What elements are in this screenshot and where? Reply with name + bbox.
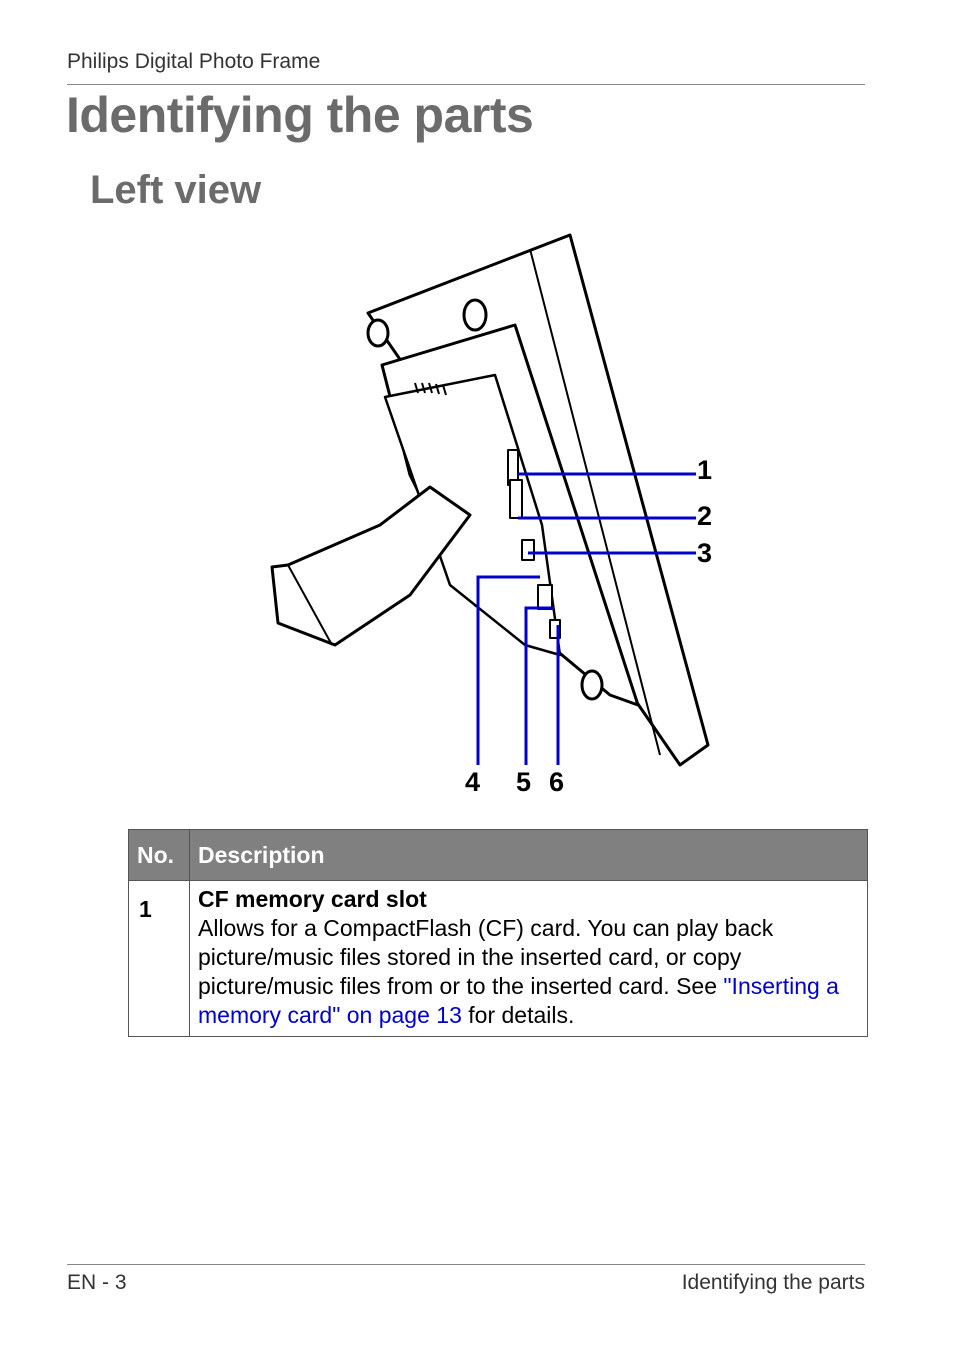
- parts-table: No. Description 1 CF memory card slot Al…: [128, 829, 868, 1037]
- photo-frame-drawing: [270, 233, 710, 767]
- table-header-row: No. Description: [128, 829, 868, 881]
- callout-1: 1: [697, 455, 713, 485]
- row-number: 1: [128, 880, 190, 1037]
- row-description: CF memory card slot Allows for a Compact…: [189, 880, 868, 1037]
- footer-divider: [67, 1264, 865, 1265]
- callout-4: 4: [465, 767, 481, 797]
- cross-reference-link[interactable]: "Inserting a memory card" on page 13: [198, 973, 839, 1028]
- footer-chapter-title: Identifying the parts: [681, 1271, 865, 1294]
- left-view-illustration: 1 2 3 4 5 6: [260, 225, 740, 815]
- section-title: Left view: [90, 168, 262, 212]
- column-header-description: Description: [189, 829, 868, 881]
- page-number: EN - 3: [67, 1271, 127, 1294]
- header-divider: [67, 84, 865, 85]
- callout-2: 2: [697, 501, 713, 531]
- running-header: Philips Digital Photo Frame: [67, 50, 321, 73]
- callout-6: 6: [549, 767, 565, 797]
- table-row: 1 CF memory card slot Allows for a Compa…: [128, 880, 868, 1037]
- page-title: Identifying the parts: [66, 87, 534, 143]
- column-header-no: No.: [128, 829, 190, 881]
- part-name: CF memory card slot: [198, 886, 427, 912]
- description-suffix: for details.: [461, 1002, 575, 1028]
- callout-5: 5: [516, 767, 532, 797]
- part-description: Allows for a CompactFlash (CF) card. You…: [198, 915, 774, 999]
- callout-3: 3: [697, 538, 713, 568]
